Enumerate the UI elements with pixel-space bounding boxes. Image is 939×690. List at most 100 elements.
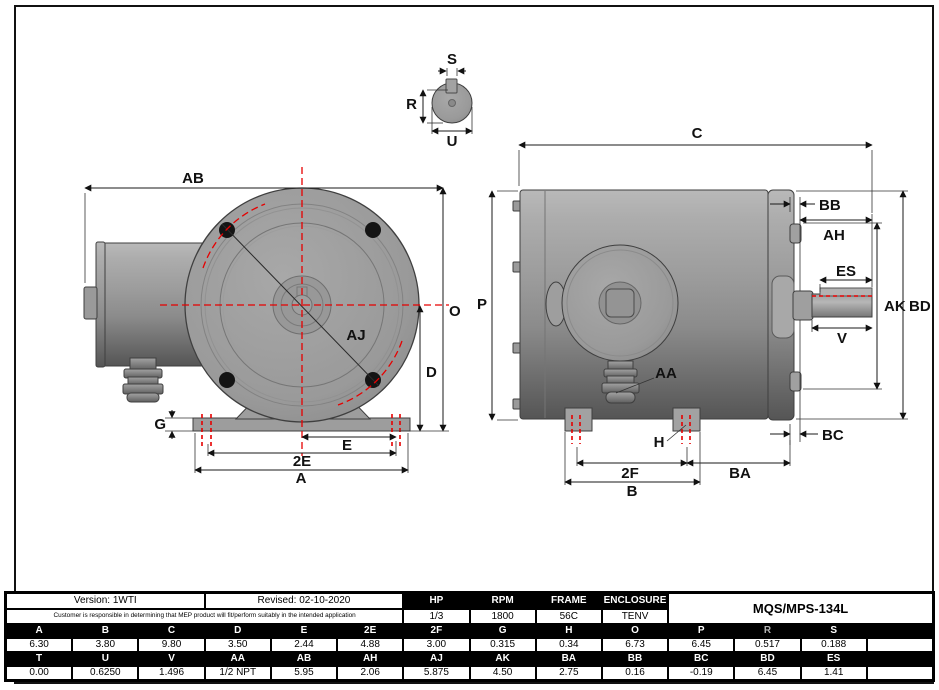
dim-label-aj: AJ [346,327,365,344]
dim-label-c: C [692,125,703,142]
td-hp: 1/3 [403,609,470,624]
shaft-key [819,287,873,297]
td-bc: -0.19 [668,666,735,680]
th-a: A [6,624,73,638]
flange-bolt-boss-bottom [789,371,802,392]
dim-label-e: E [342,437,352,454]
td-v: 1.496 [138,666,205,680]
td-s: 0.188 [800,638,867,652]
th-e: E [270,624,338,638]
td-ab: 5.95 [270,666,338,680]
td-b: 3.80 [72,638,139,652]
side-view: C P BB AH ES AK BD [477,125,931,500]
revised-label: Revised: 02-10-2020 [204,593,404,609]
th-t: T [6,652,73,666]
dim-label-ah: AH [823,227,845,244]
td-e: 2.44 [270,638,338,652]
shaft-end-view: S R U [406,51,473,150]
td-h: 0.34 [535,638,602,652]
td-g: 0.315 [469,638,536,652]
th-blank [866,652,933,666]
dim-label-ba: BA [729,465,751,482]
bolt-hole [365,222,381,238]
td-u: 0.6250 [72,666,139,680]
cord-grip-front [122,357,164,403]
dim-label-bb: BB [819,197,841,214]
th-o: O [601,624,669,638]
dim-label-g: G [154,416,166,433]
th-aj: AJ [403,652,470,666]
th-bd: BD [734,652,801,666]
dim-label-d: D [426,364,437,381]
th-es: ES [800,652,867,666]
dim-label-aa: AA [655,365,677,382]
td-es: 1.41 [800,666,867,680]
th-v: V [138,652,205,666]
th-bc: BC [668,652,735,666]
th-2e: 2E [337,624,404,638]
td-a: 6.30 [6,638,73,652]
bolt-circle-arc [337,340,403,406]
td-enclosure: TENV [601,609,669,624]
th-u: U [72,652,139,666]
td-c: 9.80 [138,638,205,652]
dim-label-ab: AB [182,170,204,187]
td-bb: 0.16 [601,666,669,680]
dim-label-s: S [447,51,457,68]
th-ah: AH [337,652,404,666]
aj-diagonal-line [221,223,380,387]
th-r: R [734,624,801,638]
model-number: MQS/MPS-134L [668,593,933,624]
cord-grip-side [601,360,640,404]
th-p: P [668,624,735,638]
bolt-hole [219,372,235,388]
td-t: 0.00 [6,666,73,680]
dim-label-b: B [627,483,638,500]
dim-label-es: ES [836,263,856,280]
th-2f: 2F [403,624,470,638]
td-rpm: 1800 [469,609,536,624]
th-d: D [204,624,271,638]
bolt-circle-arc [202,203,266,269]
version-label: Version: 1WTI [6,593,205,609]
dim-label-a: A [296,470,307,487]
th-h: H [535,624,602,638]
td-blank [866,666,933,680]
dim-label-r: R [406,96,417,113]
th-ab: AB [270,652,338,666]
dim-label-2e: 2E [293,453,311,470]
dim-label-2f: 2F [621,465,639,482]
front-view: AB O D G E 2E A AJ [83,167,461,487]
dim-label-bd: BD [909,298,931,315]
td-bd: 6.45 [734,666,801,680]
td-2e: 4.88 [337,638,404,652]
td-o: 6.73 [601,638,669,652]
end-cap-boss [83,286,98,320]
th-enclosure: ENCLOSURE [601,593,669,609]
th-c: C [138,624,205,638]
dim-label-bc: BC [822,427,844,444]
dimension-table: Version: 1WTI Revised: 02-10-2020 H P RPM… [4,591,935,682]
th-rpm: RPM [469,593,536,609]
dim-label-h: H [654,434,665,451]
td-r: 0.517 [734,638,801,652]
th-b: B [72,624,139,638]
td-2f: 3.00 [403,638,470,652]
flange-bolt-boss-top [789,223,802,244]
td-ba: 2.75 [535,666,602,680]
td-ah: 2.06 [337,666,404,680]
th-g: G [469,624,536,638]
key-tab [445,78,458,94]
shaft-boss [792,290,814,321]
sheet-border [14,5,934,684]
th-ba: BA [535,652,602,666]
shaft-side [811,293,873,318]
dim-label-p: P [477,296,487,313]
th-aa: AA [204,652,271,666]
dim-label-v: V [837,330,847,347]
disclaimer-text: Customer is responsible in determining t… [6,609,404,624]
th-ak: AK [469,652,536,666]
th-frame: FRAME [535,593,602,609]
dim-label-u: U [447,133,458,150]
